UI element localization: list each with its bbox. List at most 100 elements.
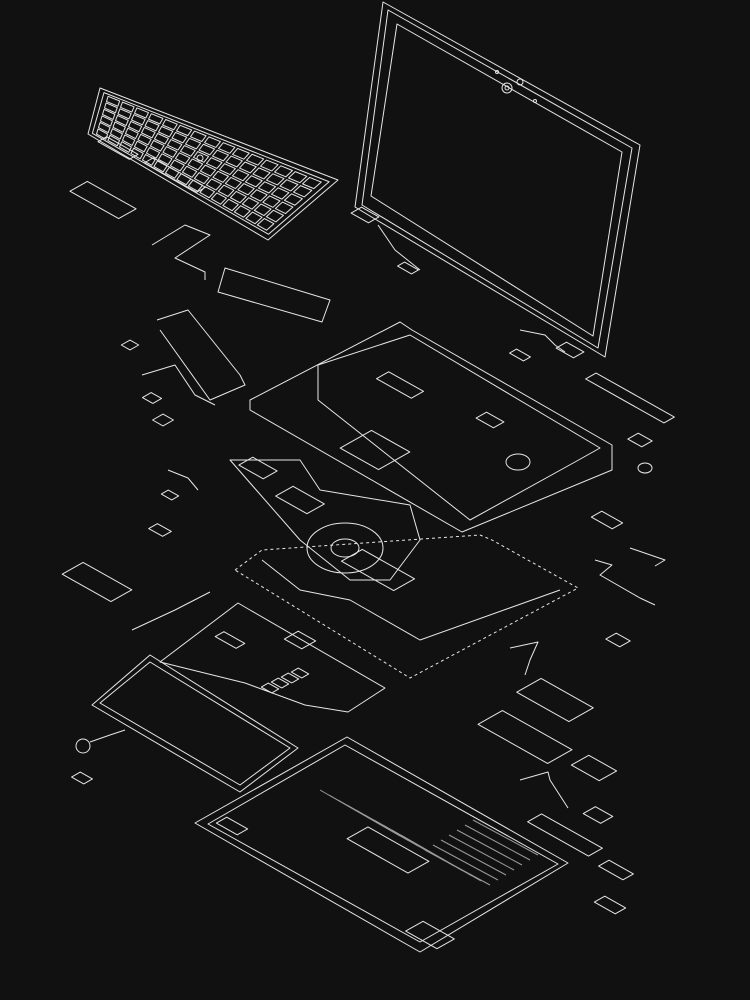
- chassis-rib: [424, 849, 491, 886]
- keyboard-key: [238, 161, 257, 174]
- touchpad: [217, 267, 331, 323]
- chassis-rib: [464, 824, 531, 861]
- keyboard-key: [253, 203, 272, 217]
- webcam-lens: [504, 85, 510, 91]
- hinge-bracket: [585, 372, 675, 424]
- frame-inner: [261, 559, 561, 641]
- coin-cell-cable: [89, 729, 126, 743]
- ssd: [477, 710, 573, 764]
- ir-camera-icon: [516, 78, 524, 86]
- microphone-icon: [495, 70, 499, 74]
- sim-card: [71, 771, 93, 785]
- trackpoint-icon: [196, 154, 204, 162]
- keyboard: [87, 87, 339, 241]
- keyboard-key: [257, 181, 277, 194]
- keyboard-key: [120, 101, 135, 113]
- keyboard-key: [184, 137, 202, 150]
- keyboard-key: [95, 128, 109, 140]
- antenna-cable-right: [629, 547, 666, 567]
- sim-tray: [598, 859, 634, 881]
- keyboard-key: [193, 172, 210, 185]
- chip: [290, 667, 310, 679]
- keyboard-key: [117, 108, 132, 120]
- keyboard-backlight-cable: [97, 136, 139, 160]
- keyboard-key: [241, 197, 260, 210]
- keyboard-key: [107, 134, 121, 147]
- keyboard-key: [249, 189, 268, 202]
- keyboard-key: [153, 133, 169, 145]
- chassis-rib: [472, 819, 539, 856]
- small-cable: [167, 469, 199, 491]
- keyboard-key: [102, 108, 116, 120]
- cpu-plate: [275, 485, 325, 515]
- keyboard-key: [212, 170, 229, 183]
- coin-cell-icon: [637, 462, 653, 474]
- keyboard-key: [174, 152, 191, 165]
- keyboard-key: [140, 126, 156, 139]
- chip: [280, 672, 300, 684]
- keyboard-key: [233, 205, 251, 218]
- system-board: [159, 602, 386, 713]
- bottom-chassis-inner: [207, 744, 559, 943]
- bottom-chassis: [194, 736, 569, 953]
- keyboard-key: [292, 185, 313, 198]
- keyboard-key: [187, 158, 204, 171]
- webcam-icon: [501, 82, 513, 94]
- keyboard-key: [149, 140, 165, 152]
- keyboard-key: [229, 190, 247, 204]
- keyboard-key: [260, 159, 279, 172]
- keyboard-key: [130, 147, 144, 160]
- chassis-corner: [215, 816, 249, 836]
- keyboard-key: [171, 131, 188, 144]
- display-cable: [377, 224, 421, 271]
- chip: [214, 631, 246, 649]
- palm-rest-inner: [317, 334, 601, 521]
- microphone-icon: [533, 99, 537, 103]
- keyboard-key: [166, 139, 183, 151]
- fingerprint-reader: [376, 371, 424, 399]
- keyboard-key: [162, 146, 178, 158]
- parts-group: [61, 1, 675, 953]
- keyboard-key: [222, 198, 239, 212]
- battery-top: [99, 661, 291, 786]
- small-bracket: [141, 392, 163, 404]
- display-connector: [509, 348, 531, 362]
- keyboard-cable: [151, 224, 211, 280]
- keyboard-key: [274, 165, 293, 178]
- keyboard-key: [124, 127, 139, 140]
- small-bracket: [152, 413, 174, 427]
- keyboard-key: [231, 169, 250, 182]
- keyboard-key: [237, 183, 255, 196]
- memory-slot: [527, 813, 603, 857]
- keyboard-key: [181, 165, 198, 178]
- touchpad-cable: [156, 309, 246, 401]
- keyboard-key: [210, 192, 227, 205]
- sd-reader: [148, 523, 172, 537]
- keyboard-key: [245, 211, 263, 225]
- keyboard-key: [204, 136, 221, 148]
- display-connector: [397, 261, 419, 275]
- keyboard-key: [283, 193, 303, 206]
- display-bezel: [361, 9, 633, 349]
- keyboard-key: [205, 178, 222, 191]
- keyboard-key: [176, 124, 193, 137]
- keyboard-key: [133, 140, 148, 153]
- smartcard-slot: [339, 429, 411, 471]
- cooling-fan: [306, 522, 384, 574]
- chassis-bay: [346, 826, 430, 874]
- keyboard-key: [205, 157, 223, 169]
- keyboard-key: [302, 176, 322, 190]
- speaker-right: [590, 510, 624, 530]
- keyboard-key: [97, 121, 111, 134]
- nfc-card: [582, 806, 614, 824]
- keyboard-key: [114, 114, 129, 127]
- antenna-cable: [519, 329, 566, 353]
- display-panel: [370, 23, 623, 337]
- keyboard-key: [279, 179, 299, 192]
- small-board: [160, 489, 180, 501]
- chip: [283, 630, 317, 650]
- palm-bracket: [475, 411, 505, 429]
- keyboard-key: [109, 128, 123, 140]
- keyboard-key: [274, 201, 294, 215]
- keyboard-key: [244, 175, 263, 188]
